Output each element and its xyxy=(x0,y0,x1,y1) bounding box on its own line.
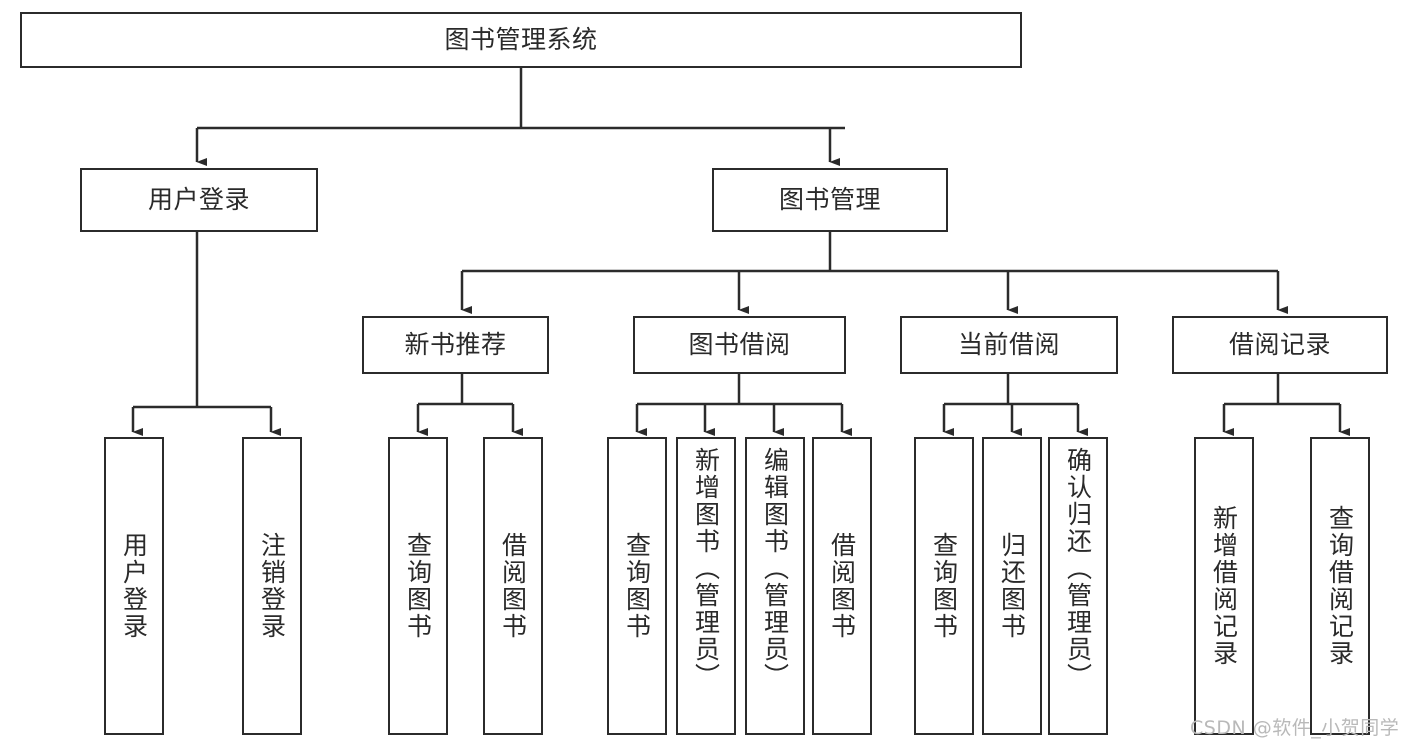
node-label: 用户登录 xyxy=(147,184,250,214)
leaf-node-query-book-current[interactable]: 查询图书 xyxy=(914,437,974,735)
leaf-node-confirm-return-admin[interactable]: 确认归还（管理员） xyxy=(1048,437,1108,735)
node-label: 查询借阅记录 xyxy=(1325,505,1355,667)
node-label: 查询图书 xyxy=(403,532,433,640)
node-book-management[interactable]: 图书管理 xyxy=(712,168,948,232)
node-label: 借阅图书 xyxy=(827,532,857,640)
node-label: 注销登录 xyxy=(257,532,287,640)
node-label: 新增借阅记录 xyxy=(1209,505,1239,667)
node-label: 新增图书（管理员） xyxy=(691,447,721,690)
node-label: 查询图书 xyxy=(929,532,959,640)
leaf-node-return-book[interactable]: 归还图书 xyxy=(982,437,1042,735)
leaf-node-user-login[interactable]: 用户登录 xyxy=(104,437,164,735)
node-label: 图书管理 xyxy=(778,184,881,214)
node-label: 编辑图书（管理员） xyxy=(760,447,790,690)
node-label: 借阅图书 xyxy=(498,532,528,640)
node-book-borrowing[interactable]: 图书借阅 xyxy=(633,316,846,374)
node-label: 新书推荐 xyxy=(404,329,507,359)
node-label: 确认归还（管理员） xyxy=(1063,447,1093,690)
node-label: 图书管理系统 xyxy=(444,24,598,54)
node-label: 当前借阅 xyxy=(957,329,1060,359)
leaf-node-logout[interactable]: 注销登录 xyxy=(242,437,302,735)
node-root-book-management-system[interactable]: 图书管理系统 xyxy=(20,12,1022,68)
node-new-book-recommendation[interactable]: 新书推荐 xyxy=(362,316,549,374)
leaf-node-borrow-book-new-rec[interactable]: 借阅图书 xyxy=(483,437,543,735)
node-label: 归还图书 xyxy=(997,532,1027,640)
leaf-node-edit-book-admin[interactable]: 编辑图书（管理员） xyxy=(745,437,805,735)
node-label: 用户登录 xyxy=(119,532,149,640)
leaf-node-query-book-new-rec[interactable]: 查询图书 xyxy=(388,437,448,735)
leaf-node-add-book-admin[interactable]: 新增图书（管理员） xyxy=(676,437,736,735)
node-label: 借阅记录 xyxy=(1228,329,1331,359)
leaf-node-add-borrow-record[interactable]: 新增借阅记录 xyxy=(1194,437,1254,735)
node-borrowing-record[interactable]: 借阅记录 xyxy=(1172,316,1388,374)
leaf-node-query-book-borrow[interactable]: 查询图书 xyxy=(607,437,667,735)
leaf-node-borrow-book[interactable]: 借阅图书 xyxy=(812,437,872,735)
node-current-borrowing[interactable]: 当前借阅 xyxy=(900,316,1118,374)
node-label: 查询图书 xyxy=(622,532,652,640)
node-user-login[interactable]: 用户登录 xyxy=(80,168,318,232)
leaf-node-query-borrow-record[interactable]: 查询借阅记录 xyxy=(1310,437,1370,735)
node-label: 图书借阅 xyxy=(688,329,791,359)
